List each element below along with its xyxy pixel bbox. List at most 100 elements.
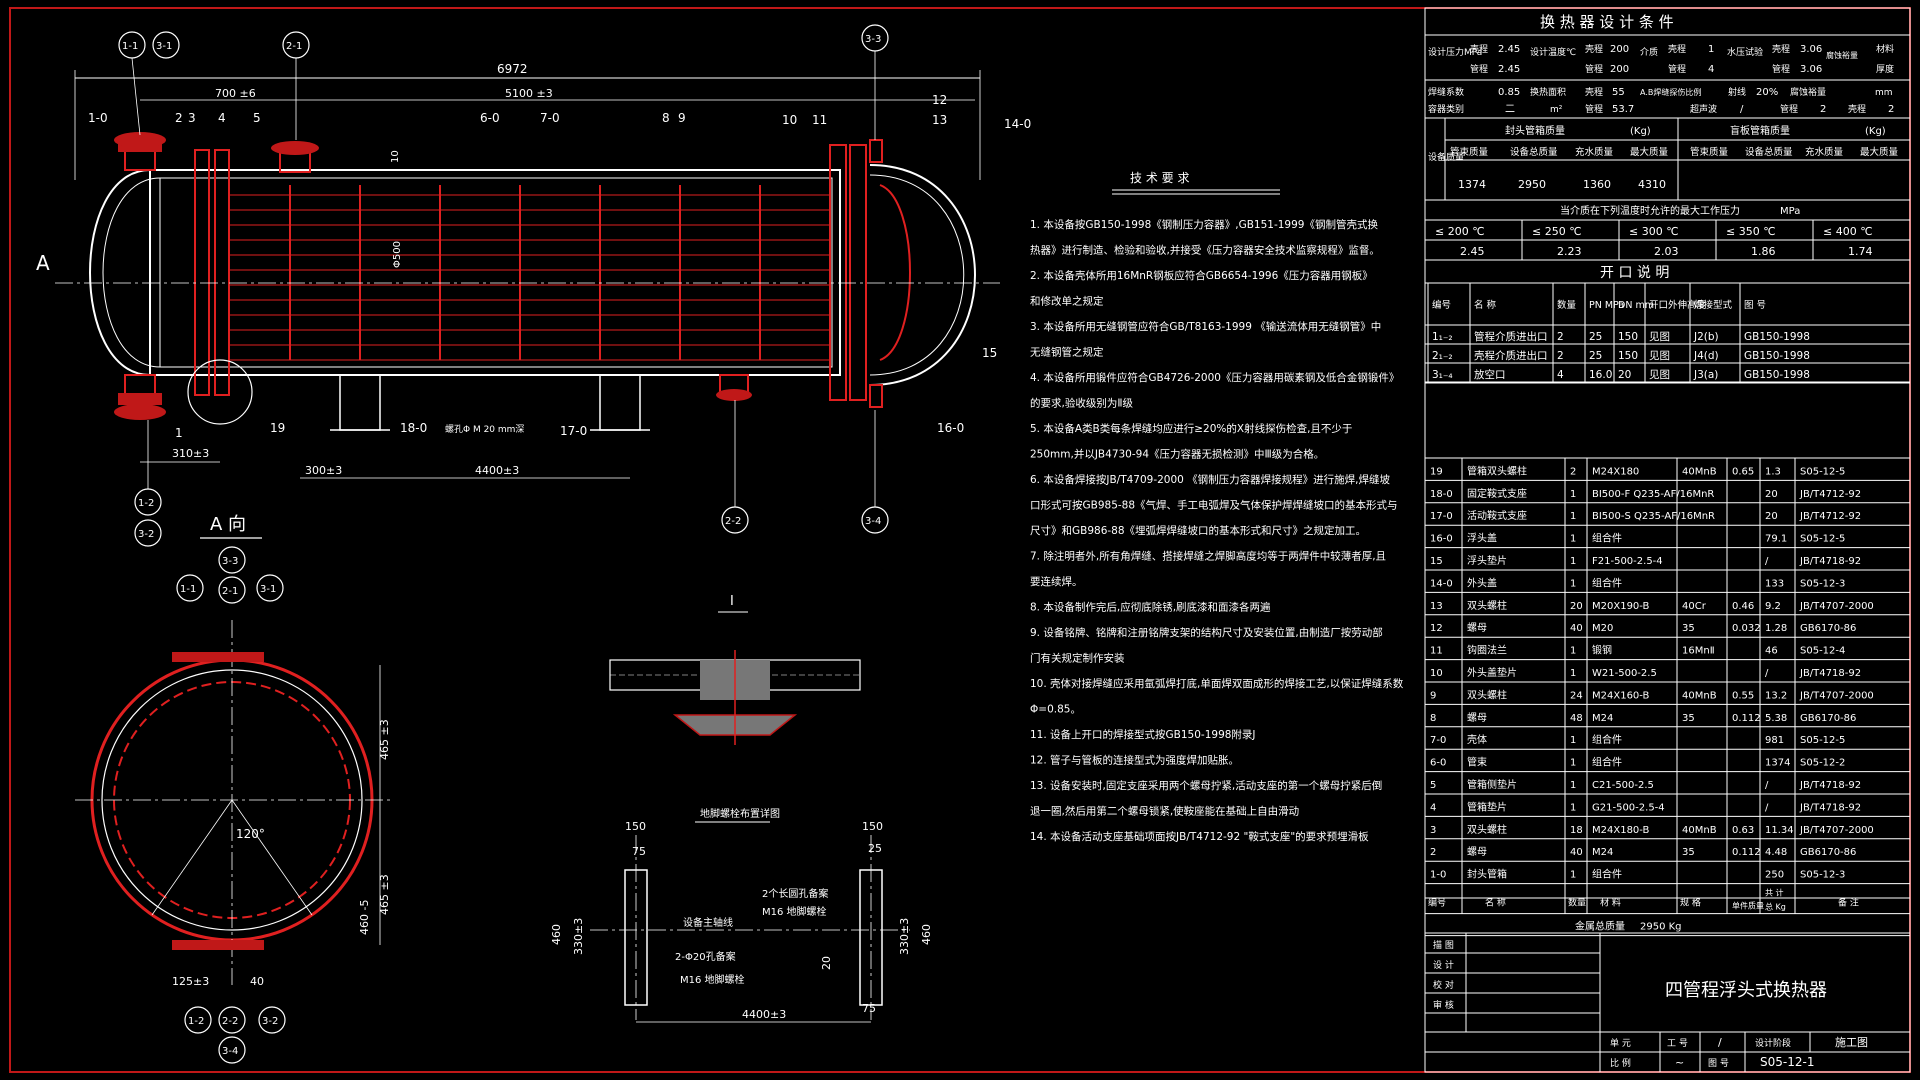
parts-footer-label: 材 料 bbox=[1600, 897, 1621, 909]
parts-cell: 管束 bbox=[1467, 756, 1487, 769]
parts-cell: JB/T4707-2000 bbox=[1799, 601, 1874, 612]
label-1: 1 bbox=[175, 426, 183, 440]
label-6-0: 6-0 bbox=[480, 111, 500, 125]
parts-cell: 11 bbox=[1430, 646, 1443, 657]
nozzle-cell: 壳程介质进出口 bbox=[1474, 349, 1548, 362]
tech-req-line: 9. 设备铭牌、铭牌和注册铭牌支架的结构尺寸及安装位置,由制造厂按劳动部 bbox=[1030, 626, 1383, 639]
dim-465-bottom: 465 ±3 bbox=[378, 874, 391, 915]
tech-title: 技 术 要 求 bbox=[1130, 171, 1189, 185]
parts-cell: C21-500-2.5 bbox=[1592, 780, 1654, 791]
parts-cell: 钩圈法兰 bbox=[1467, 644, 1507, 657]
weight-col-header: 充水质量 bbox=[1805, 146, 1844, 158]
parts-cell: 1.3 bbox=[1765, 466, 1781, 477]
nozzle-header: 焊接型式 bbox=[1694, 299, 1733, 311]
tech-req-line: 6. 本设备焊接按JB/T4709-2000 《钢制压力容器焊接规程》进行施焊,… bbox=[1030, 473, 1391, 486]
dc-shell-4: 壳程 bbox=[1772, 43, 1790, 55]
nozzles-title: 开 口 说 明 bbox=[1600, 265, 1669, 281]
parts-cell: 2 bbox=[1430, 847, 1436, 858]
nozzle-cell: 1₁₋₂ bbox=[1432, 331, 1453, 343]
parts-cell: W21-500-2.5 bbox=[1592, 668, 1657, 679]
label-12: 12 bbox=[932, 93, 947, 107]
dc-corrosion-2: 腐蚀裕量 bbox=[1790, 86, 1826, 98]
weights-unit-left: (Kg) bbox=[1630, 126, 1651, 137]
va-tag-1-2: 1-2 bbox=[188, 1016, 204, 1027]
nozzle-header: 图 号 bbox=[1744, 300, 1766, 311]
view-a-title: A 向 bbox=[210, 514, 246, 535]
parts-cell: 4 bbox=[1430, 802, 1436, 813]
parts-cell: 1 bbox=[1570, 556, 1576, 567]
tb-drawing-no-val: S05-12-1 bbox=[1760, 1055, 1814, 1069]
parts-cell: 40 bbox=[1570, 623, 1583, 634]
parts-cell: / bbox=[1765, 556, 1769, 567]
dc-material-label: 材料 bbox=[1876, 43, 1894, 55]
allow-title: 当介质在下列温度时允许的最大工作压力 bbox=[1560, 204, 1740, 217]
label-19: 19 bbox=[270, 421, 285, 435]
nozzle-cell: 2 bbox=[1557, 331, 1564, 343]
parts-footer-label: 备 注 bbox=[1838, 897, 1859, 909]
weights-hdr-right: 盲板管箱质量 bbox=[1730, 124, 1790, 137]
tag-3-3: 3-3 bbox=[865, 34, 881, 45]
parts-cell: 4.48 bbox=[1765, 847, 1787, 858]
parts-cell: 1 bbox=[1570, 578, 1576, 589]
dim-5100: 5100 ±3 bbox=[505, 87, 553, 100]
foundation-title: 地脚螺栓布置详图 bbox=[700, 807, 780, 820]
nozzle-cell: 3₁₋₄ bbox=[1432, 369, 1453, 381]
parts-cell: S05-12-5 bbox=[1800, 534, 1845, 545]
parts-cell: 0.65 bbox=[1732, 466, 1754, 477]
parts-footer-label: 名 称 bbox=[1485, 897, 1506, 909]
nozzle-cell: 25 bbox=[1589, 350, 1602, 362]
dim-75-left: 75 bbox=[632, 845, 646, 858]
label-10: 10 bbox=[782, 113, 797, 127]
dc-category-label: 容器类别 bbox=[1428, 103, 1464, 115]
parts-cell: 1 bbox=[1570, 489, 1576, 500]
tech-req-line: 要连续焊。 bbox=[1030, 575, 1083, 588]
tech-req-line: 和修改单之规定 bbox=[1030, 295, 1104, 308]
parts-cell: S05-12-3 bbox=[1800, 870, 1845, 881]
tag-1-2: 1-2 bbox=[138, 498, 154, 509]
va-tag-3-3: 3-3 bbox=[222, 556, 238, 567]
parts-cell: 浮头盖 bbox=[1467, 532, 1497, 545]
nozzle-cell: J3(a) bbox=[1693, 369, 1718, 381]
note-hole: 螺孔Φ M 20 mm深 bbox=[445, 424, 524, 435]
nozzle-header: 数量 bbox=[1557, 299, 1577, 311]
weight-col-header: 管束质量 bbox=[1690, 146, 1729, 158]
sheet-border bbox=[9, 7, 1911, 1073]
nozzle-cell: 20 bbox=[1618, 369, 1631, 381]
dc-corrosion-label: 腐蚀裕量 bbox=[1826, 50, 1858, 60]
parts-footer-label: 规 格 bbox=[1680, 897, 1701, 909]
parts-cell: 18-0 bbox=[1430, 489, 1453, 500]
parts-cell: 24 bbox=[1570, 690, 1583, 701]
nozzle-header: DN mm bbox=[1618, 300, 1654, 311]
parts-cell: 浮头垫片 bbox=[1467, 554, 1507, 567]
tech-req-line: 13. 设备安装时,固定支座采用两个螺母拧紧,活动支座的第一个螺母拧紧后倒 bbox=[1030, 779, 1382, 792]
parts-cell: JB/T4718-92 bbox=[1799, 802, 1861, 813]
tb-drawing-no: 图 号 bbox=[1708, 1058, 1729, 1069]
label-8: 8 bbox=[662, 111, 670, 125]
parts-cell: 15 bbox=[1430, 556, 1443, 567]
dc-passes-shell: 2 bbox=[1888, 104, 1894, 115]
weight-col-header: 充水质量 bbox=[1575, 146, 1614, 158]
tech-req-line: 口形式可按GB985-88《气焊、手工电弧焊及气体保护焊焊缝坡口的基本形式与 bbox=[1030, 499, 1398, 512]
dc-tube-p: 2.45 bbox=[1498, 64, 1520, 75]
tag-1-1: 1-1 bbox=[122, 41, 138, 52]
nozzle-cell: 见图 bbox=[1649, 369, 1670, 381]
dim-300: 300±3 bbox=[305, 464, 342, 477]
parts-footer-label: 数量 bbox=[1568, 897, 1586, 909]
nozzle-cell: 2 bbox=[1557, 350, 1564, 362]
parts-cell: 外头盖 bbox=[1467, 576, 1497, 589]
parts-cell: 250 bbox=[1765, 870, 1784, 881]
parts-cell: 1.28 bbox=[1765, 623, 1787, 634]
dc-slash: / bbox=[1740, 104, 1744, 115]
parts-cell: 40MnB bbox=[1682, 825, 1717, 836]
parts-cell: 0.112 bbox=[1732, 847, 1761, 858]
dim-overall: 6972 bbox=[497, 62, 528, 76]
dc-passes-tube-label: 管程 bbox=[1780, 103, 1798, 115]
parts-cell: 12 bbox=[1430, 623, 1443, 634]
parts-cell: 16MnⅡ bbox=[1682, 646, 1715, 657]
parts-cell: 13.2 bbox=[1765, 690, 1787, 701]
view-a: A 向 120° 465 ±3 465 ±3 460 -5 125±3 40 1… bbox=[75, 514, 391, 1064]
dim-460: 460 -5 bbox=[358, 900, 371, 935]
tech-req-line: Φ=0.85。 bbox=[1030, 704, 1081, 716]
note-bolt-bottom: M16 地脚螺栓 bbox=[680, 973, 745, 986]
dc-m2: m² bbox=[1550, 105, 1563, 115]
